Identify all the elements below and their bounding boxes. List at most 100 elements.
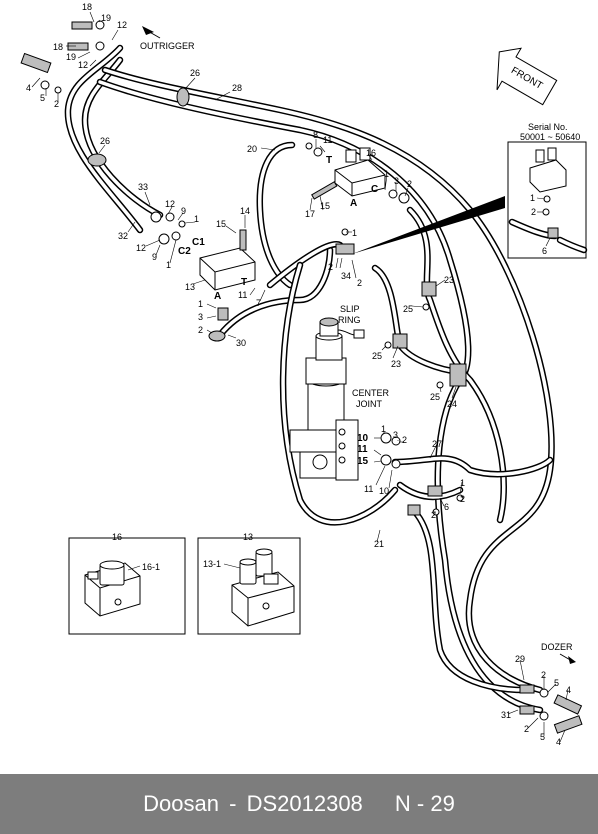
port-15-cj: 15 — [357, 456, 369, 467]
callout-15-left: 15 — [216, 219, 226, 229]
callout-12-top: 12 — [117, 20, 127, 30]
callout-2-cj-low: 2 — [431, 510, 436, 520]
callout-27: 27 — [432, 439, 442, 449]
callout-16-1: 16-1 — [142, 562, 160, 572]
port-labels: C1 C2 A T T C A 10 11 15 — [178, 155, 378, 467]
callout-5-dozer-top: 5 — [554, 678, 559, 688]
port-11-cj: 11 — [357, 444, 368, 455]
callout-3-right: 3 — [394, 176, 399, 186]
serial-range: 50001 ~ 50640 — [520, 132, 580, 142]
callout-10-cj-lower: 10 — [379, 486, 389, 496]
callout-2-right: 2 — [407, 179, 412, 189]
center-joint — [289, 317, 365, 481]
footer-bar: Doosan - DS2012308 N - 29 — [0, 774, 598, 834]
callout-31: 31 — [501, 710, 511, 720]
callout-3-lower: 3 — [198, 312, 203, 322]
callout-13-1: 13-1 — [203, 559, 221, 569]
center-joint-label-1: CENTER — [352, 388, 390, 398]
callout-2-left: 2 — [54, 99, 59, 109]
callout-4-dozer-bot: 4 — [556, 737, 561, 747]
port-c2: C2 — [178, 246, 191, 257]
slip-ring-label-1: SLIP — [340, 304, 360, 314]
callout-5-dozer-bot: 5 — [540, 732, 545, 742]
footer-brand: Doosan — [143, 791, 219, 816]
leader-lines — [31, 11, 569, 743]
callout-18-top: 18 — [82, 2, 92, 12]
callout-9-valve-b: 9 — [152, 252, 157, 262]
dozer-label: DOZER — [541, 642, 573, 652]
callout-4-dozer-top: 4 — [566, 685, 571, 695]
footer-page: N - 29 — [394, 791, 455, 816]
callout-26-left: 26 — [100, 136, 110, 146]
callout-32: 32 — [118, 231, 128, 241]
callout-1-serial: 1 — [530, 193, 535, 203]
slip-ring-label-2: RING — [338, 315, 361, 325]
callout-12-valve-b: 12 — [136, 243, 146, 253]
dozer-arrow — [568, 656, 576, 664]
callout-2-tee-right: 2 — [357, 278, 362, 288]
callout-26-top: 26 — [190, 68, 200, 78]
port-10-cj: 10 — [357, 433, 369, 444]
port-t-left: T — [241, 277, 247, 288]
footer-code: DS2012308 — [246, 791, 363, 816]
callout-1-valve: 1 — [194, 214, 199, 224]
callout-18-mid: 18 — [53, 42, 63, 52]
callout-2-dozer-bot: 2 — [524, 724, 529, 734]
callout-15-right: 15 — [320, 201, 330, 211]
callout-1-valve-b: 1 — [166, 260, 171, 270]
callout-12-valve: 12 — [165, 199, 175, 209]
callout-labels: 18 19 12 18 19 12 4 5 2 26 28 26 33 32 1… — [26, 2, 571, 747]
serial-title: Serial No. — [528, 122, 568, 132]
callout-2-serial: 2 — [531, 207, 536, 217]
callout-23-top: 23 — [444, 275, 454, 285]
center-joint-label-2: JOINT — [356, 399, 383, 409]
callout-6-cj: 6 — [444, 502, 449, 512]
callout-2-tee-left: 2 — [328, 262, 333, 272]
detail-pointer — [352, 196, 505, 254]
callout-2-dozer-top: 2 — [541, 670, 546, 680]
footer-text: Doosan - DS2012308 N - 29 — [0, 774, 598, 834]
callout-9-valve: 9 — [181, 206, 186, 216]
callout-17: 17 — [305, 209, 315, 219]
callout-4-left: 4 — [26, 83, 31, 93]
callout-1-right: 1 — [384, 169, 389, 179]
callout-29: 29 — [515, 654, 525, 664]
outrigger-label: OUTRIGGER — [140, 41, 195, 51]
front-arrow — [496, 47, 558, 106]
port-c1: C1 — [192, 237, 205, 248]
port-c-right: C — [371, 184, 378, 195]
callout-25-top: 25 — [403, 304, 413, 314]
callout-1-lower: 1 — [198, 299, 203, 309]
callout-28: 28 — [232, 83, 242, 93]
callout-16: 16 — [366, 148, 376, 158]
callout-13: 13 — [185, 282, 195, 292]
hoses — [64, 44, 588, 714]
callout-19-top: 19 — [101, 13, 111, 23]
callout-6-serial: 6 — [542, 246, 547, 256]
serial-inset — [507, 141, 587, 259]
callout-14: 14 — [240, 206, 250, 216]
port-a-right: A — [350, 198, 357, 209]
callout-5-left: 5 — [40, 93, 45, 103]
inset-16 — [68, 537, 186, 635]
callout-7: 7 — [256, 298, 261, 308]
callout-20: 20 — [247, 144, 257, 154]
callout-23-mid: 23 — [391, 359, 401, 369]
callout-24: 24 — [447, 399, 457, 409]
callout-1-cj-right: 1 — [460, 478, 465, 488]
callout-11-top: 11 — [323, 135, 332, 145]
callout-3-cj: 3 — [393, 430, 398, 440]
callout-11-cj: 11 — [364, 484, 373, 494]
port-t-right: T — [326, 155, 332, 166]
callout-19-mid: 19 — [66, 52, 76, 62]
callout-21: 21 — [374, 539, 384, 549]
callout-25-right: 25 — [430, 392, 440, 402]
inset-16-title: 16 — [112, 532, 122, 542]
callout-34: 34 — [341, 271, 351, 281]
callout-33: 33 — [138, 182, 148, 192]
fittings — [20, 20, 583, 734]
hydraulic-piping-diagram: FRONT — [20, 2, 588, 747]
callout-12-mid: 12 — [78, 60, 88, 70]
callout-30: 30 — [236, 338, 246, 348]
callout-2-lower: 2 — [198, 325, 203, 335]
